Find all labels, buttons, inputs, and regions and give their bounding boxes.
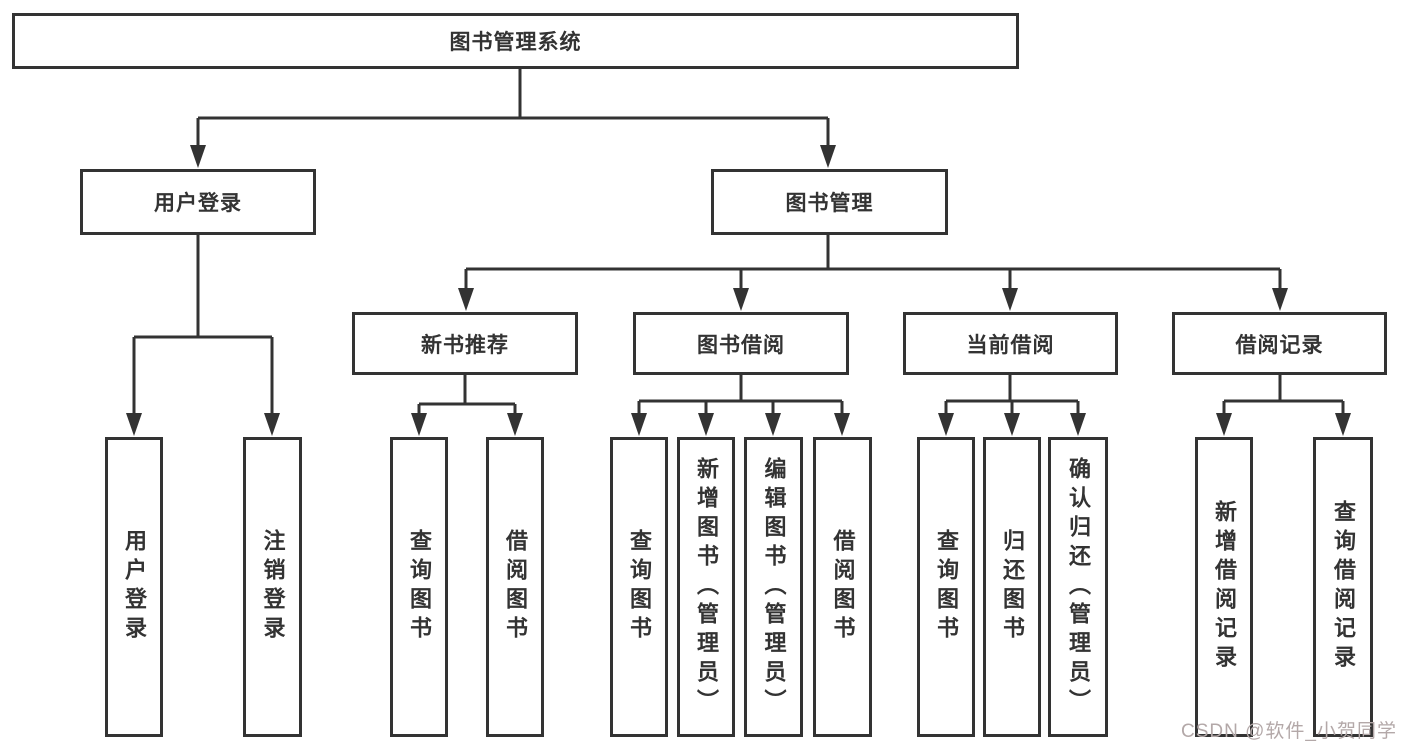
arrowheads [126,145,1351,436]
node-leaf-query-book-1: 查询图书 [390,437,448,737]
arrow-down-icon [733,288,749,311]
arrow-down-icon [1216,413,1232,436]
arrow-down-icon [190,145,206,168]
node-leaf-return-book: 归还图书 [983,437,1041,737]
arrow-down-icon [820,145,836,168]
connector-root [196,68,830,150]
node-book-management: 图书管理 [711,169,948,235]
connector-book-borrow [637,375,844,418]
arrow-down-icon [834,413,850,436]
connector-book-mgmt [464,235,1282,293]
arrow-down-icon [938,413,954,436]
arrow-down-icon [1335,413,1351,436]
node-leaf-user-login: 用户登录 [105,437,163,737]
arrow-down-icon [264,413,280,436]
arrow-down-icon [411,413,427,436]
node-leaf-confirm-return-admin: 确认归还（管理员） [1048,437,1108,737]
node-new-book-recommend: 新书推荐 [352,312,578,375]
node-leaf-add-book-admin: 新增图书（管理员） [677,437,735,737]
csdn-watermark: CSDN @软件_小贺同学 [1181,721,1397,742]
node-leaf-edit-book-admin: 编辑图书（管理员） [744,437,803,737]
arrow-down-icon [507,413,523,436]
arrow-down-icon [631,413,647,436]
node-borrow-record: 借阅记录 [1172,312,1387,375]
node-leaf-query-book-3: 查询图书 [917,437,975,737]
arrow-down-icon [765,413,781,436]
arrow-down-icon [1004,413,1020,436]
node-root: 图书管理系统 [12,13,1019,69]
node-leaf-borrow-book-2: 借阅图书 [813,437,872,737]
connector-user-login [132,235,274,418]
arrow-down-icon [1272,288,1288,311]
arrow-down-icon [1002,288,1018,311]
node-user-login: 用户登录 [80,169,316,235]
node-book-borrow: 图书借阅 [633,312,849,375]
node-leaf-query-borrow-record: 查询借阅记录 [1313,437,1373,737]
connector-current-borrow [944,375,1080,418]
connector-new-book [417,375,517,418]
node-leaf-add-borrow-record: 新增借阅记录 [1195,437,1253,737]
arrow-down-icon [698,413,714,436]
arrow-down-icon [1070,413,1086,436]
node-current-borrow: 当前借阅 [903,312,1118,375]
arrow-down-icon [458,288,474,311]
connector-borrow-record [1222,375,1345,418]
node-leaf-logout: 注销登录 [243,437,302,737]
arrow-down-icon [126,413,142,436]
node-leaf-query-book-2: 查询图书 [610,437,668,737]
node-leaf-borrow-book-1: 借阅图书 [486,437,544,737]
